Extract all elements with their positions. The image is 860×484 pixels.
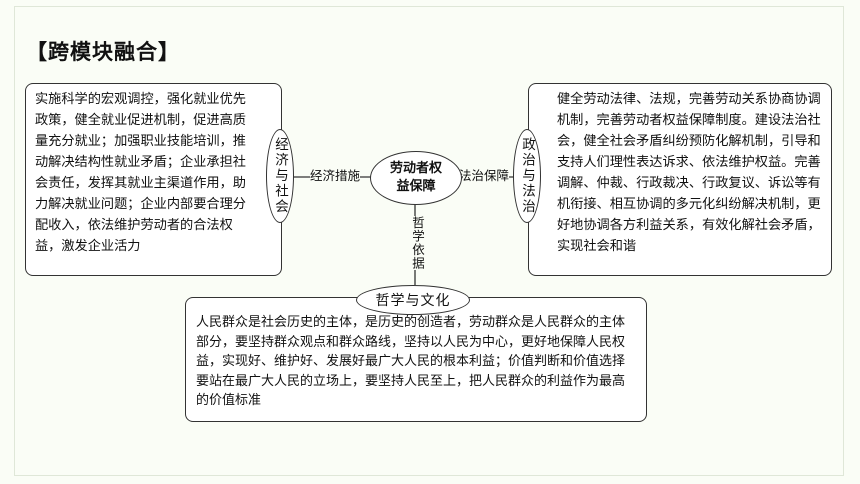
page-title: 【跨模块融合】: [26, 40, 180, 64]
politics-content-box: 健全劳动法律、法规，完善劳动关系协商协调机制，完善劳动者权益保障制度。建设法治社…: [528, 83, 832, 276]
module-politics-law: 政治与法治: [513, 129, 541, 223]
module-economy-society: 经济与社会: [266, 129, 294, 223]
slide-frame: [14, 6, 844, 476]
edge-label-legal-guarantee: 法治保障: [459, 165, 510, 184]
edge-label-philosophical-basis: 哲学依据: [408, 216, 427, 270]
center-node-label: 劳动者权益保障: [389, 161, 442, 194]
center-node-labor-rights: 劳动者权益保障: [370, 151, 462, 205]
economy-content-box: 实施科学的宏观调控，强化就业优先政策，健全就业促进机制，促进高质量充分就业；加强…: [25, 83, 282, 276]
edge-label-economic-measures: 经济措施: [310, 165, 361, 184]
philosophy-content-box: 人民群众是社会历史的主体，是历史的创造者，劳动群众是人民群众的主体部分，要坚持群…: [185, 297, 647, 422]
module-philosophy-culture: 哲学与文化: [356, 285, 470, 315]
